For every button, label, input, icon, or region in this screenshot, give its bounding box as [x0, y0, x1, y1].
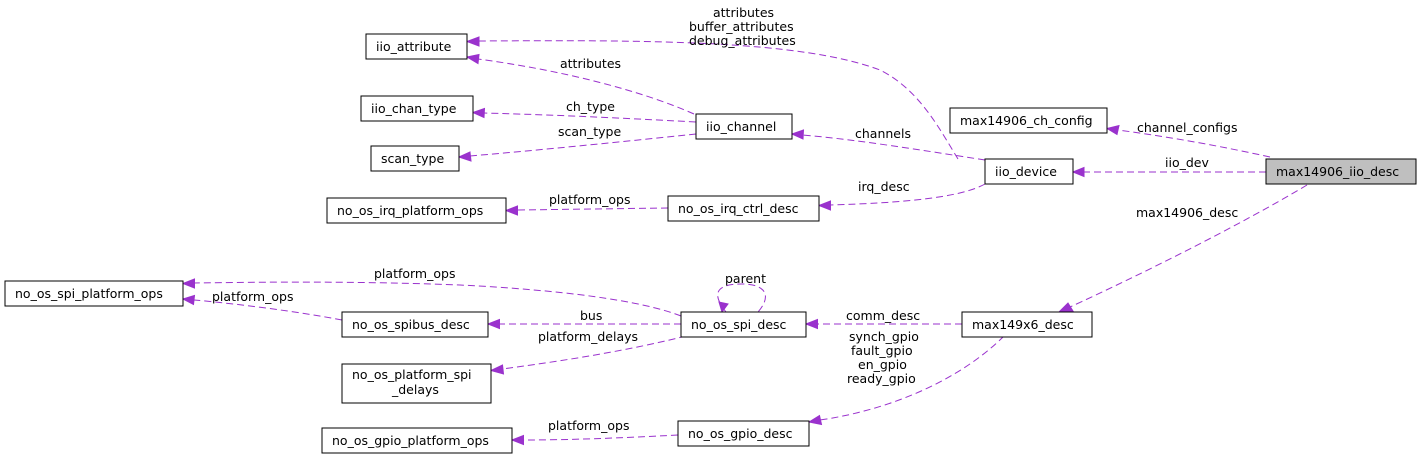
edge-gpio-platform-ops: platform_ops — [510, 418, 679, 446]
node-max149x6-desc[interactable]: max149x6_desc — [961, 311, 1093, 338]
edge-label-device-attrs-3: debug_attributes — [689, 33, 796, 48]
node-label-no-os-platform-spi-delays-line2: _delays — [391, 382, 439, 397]
edge-channel-configs: channel_configs — [1105, 120, 1271, 158]
node-max14906-ch-config[interactable]: max14906_ch_config — [949, 107, 1108, 134]
node-label-scan-type: scan_type — [381, 151, 444, 166]
edge-label-gpio-1: synch_gpio — [849, 329, 919, 344]
edge-label-irq-platform-ops: platform_ops — [549, 192, 630, 207]
edge-gpio: synch_gpio fault_gpio en_gpio ready_gpio — [807, 329, 1005, 426]
node-label-no-os-irq-ctrl-desc: no_os_irq_ctrl_desc — [678, 201, 799, 216]
edge-spibus-platform-ops: platform_ops — [181, 289, 343, 321]
node-label-no-os-spi-desc: no_os_spi_desc — [691, 317, 787, 332]
edge-label-platform-delays: platform_delays — [538, 329, 638, 344]
edge-label-device-attrs-1: attributes — [713, 5, 774, 20]
edge-channels: channels — [790, 126, 986, 161]
edge-irq-desc: irq_desc — [817, 179, 986, 211]
node-no-os-platform-spi-delays[interactable]: no_os_platform_spi _delays — [341, 363, 492, 404]
node-no-os-spi-platform-ops[interactable]: no_os_spi_platform_ops — [4, 280, 184, 307]
node-no-os-irq-ctrl-desc[interactable]: no_os_irq_ctrl_desc — [667, 195, 820, 222]
node-label-no-os-gpio-platform-ops: no_os_gpio_platform_ops — [332, 433, 489, 448]
node-no-os-spibus-desc[interactable]: no_os_spibus_desc — [341, 311, 489, 338]
edge-irq-platform-ops: platform_ops — [504, 192, 669, 216]
node-label-max14906-ch-config: max14906_ch_config — [960, 113, 1093, 128]
edge-label-channel-configs: channel_configs — [1137, 120, 1237, 135]
node-label-iio-chan-type: iio_chan_type — [371, 101, 457, 116]
edge-comm-desc: comm_desc — [804, 308, 962, 330]
node-no-os-irq-platform-ops[interactable]: no_os_irq_platform_ops — [326, 197, 507, 224]
edge-label-channels: channels — [855, 126, 911, 141]
node-label-max149x6-desc: max149x6_desc — [972, 317, 1074, 332]
edge-label-spi-platform-ops: platform_ops — [374, 266, 455, 281]
edge-scan-type: scan_type — [457, 124, 697, 162]
edge-label-iio-dev: iio_dev — [1165, 155, 1209, 170]
node-iio-chan-type[interactable]: iio_chan_type — [360, 95, 474, 122]
edge-label-scan-type: scan_type — [558, 124, 621, 139]
node-iio-device[interactable]: iio_device — [984, 158, 1074, 185]
node-max14906-iio-desc[interactable]: max14906_iio_desc — [1265, 158, 1417, 185]
edge-label-gpio-2: fault_gpio — [851, 343, 913, 358]
edge-iio-dev: iio_dev — [1071, 155, 1266, 178]
node-label-iio-attribute: iio_attribute — [376, 39, 452, 54]
node-scan-type[interactable]: scan_type — [370, 145, 460, 172]
edge-channel-attributes: attributes — [465, 53, 695, 115]
node-no-os-gpio-desc[interactable]: no_os_gpio_desc — [677, 420, 810, 447]
edge-bus: bus — [486, 308, 681, 330]
edge-label-gpio-3: en_gpio — [858, 357, 907, 372]
edge-platform-delays: platform_delays — [489, 329, 687, 375]
edge-ch-type: ch_type — [471, 99, 697, 123]
node-no-os-spi-desc[interactable]: no_os_spi_desc — [680, 311, 807, 338]
edge-device-attributes: attributes buffer_attributes debug_attri… — [465, 5, 959, 160]
edge-label-max14906-desc: max14906_desc — [1136, 205, 1238, 220]
node-label-no-os-spibus-desc: no_os_spibus_desc — [352, 317, 470, 332]
node-label-no-os-spi-platform-ops: no_os_spi_platform_ops — [15, 286, 163, 301]
edge-label-gpio-platform-ops: platform_ops — [548, 418, 629, 433]
node-label-iio-channel: iio_channel — [706, 119, 776, 134]
node-no-os-gpio-platform-ops[interactable]: no_os_gpio_platform_ops — [321, 427, 513, 454]
edge-label-ch-type: ch_type — [566, 99, 615, 114]
node-iio-channel[interactable]: iio_channel — [695, 113, 793, 140]
edge-max14906-desc: max14906_desc — [1057, 184, 1308, 313]
node-label-iio-device: iio_device — [995, 164, 1057, 179]
edge-label-comm-desc: comm_desc — [846, 308, 920, 323]
node-label-no-os-gpio-desc: no_os_gpio_desc — [688, 426, 793, 441]
edge-label-gpio-4: ready_gpio — [847, 371, 916, 386]
edge-label-bus: bus — [580, 308, 602, 323]
node-label-no-os-irq-platform-ops: no_os_irq_platform_ops — [337, 203, 483, 218]
edge-label-device-attrs-2: buffer_attributes — [689, 19, 794, 34]
edge-parent: parent — [717, 271, 766, 314]
edge-spi-platform-ops: platform_ops — [181, 266, 682, 317]
edge-label-channel-attributes: attributes — [560, 56, 621, 71]
edge-label-parent: parent — [725, 271, 766, 286]
node-label-max14906-iio-desc: max14906_iio_desc — [1276, 164, 1399, 179]
edge-label-irq-desc: irq_desc — [858, 179, 910, 194]
node-iio-attribute[interactable]: iio_attribute — [365, 33, 468, 60]
edge-label-spibus-platform-ops: platform_ops — [212, 289, 293, 304]
node-label-no-os-platform-spi-delays-line1: no_os_platform_spi — [352, 367, 472, 382]
